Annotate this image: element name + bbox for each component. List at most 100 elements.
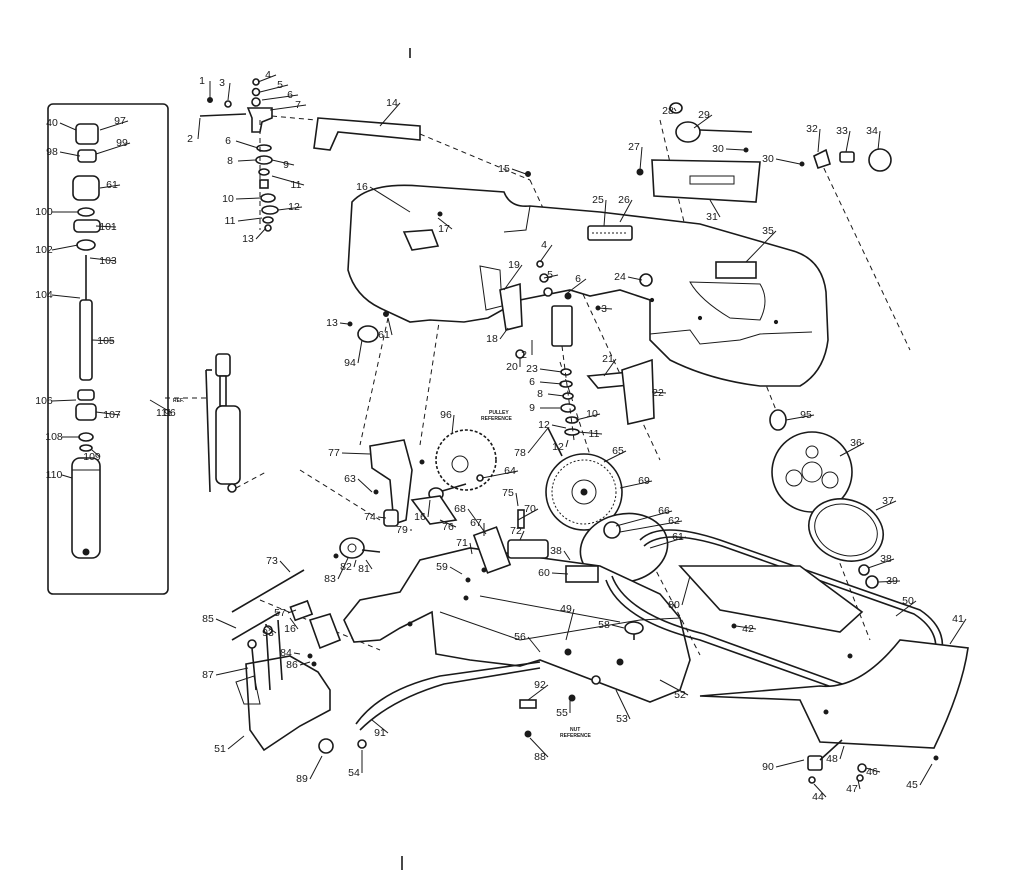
callout-leader — [515, 492, 519, 507]
part-number-label: 52 — [674, 689, 686, 701]
part-number-label: 60 — [538, 567, 550, 579]
callout-leader — [499, 327, 509, 340]
callout-leader — [269, 104, 307, 111]
callout-leader — [259, 84, 289, 93]
callout-leader — [845, 130, 851, 153]
part-number-label: 11 — [291, 179, 302, 191]
part-number-label: 67 — [470, 517, 482, 529]
part-number-label: 1 — [199, 75, 205, 87]
callout-leader — [615, 510, 673, 527]
callout-leader — [235, 140, 259, 149]
callout-leader — [877, 130, 881, 151]
callout-leader — [857, 779, 861, 790]
adjustment-knob-group — [347, 311, 389, 343]
part-number-label: 109 — [83, 451, 101, 463]
part-number-label: 24 — [614, 271, 626, 283]
part-number-label: 12 — [538, 419, 550, 431]
part-number-label: 34 — [866, 125, 878, 137]
lower-wheel-parts — [769, 409, 884, 589]
part-number-label: 6 — [529, 376, 535, 388]
part-number-label: 37 — [882, 495, 894, 507]
callout-leader — [227, 82, 231, 101]
part-number-label: 91 — [374, 727, 386, 739]
part-number-label: 12 — [552, 441, 564, 453]
part-number-label: 94 — [344, 357, 356, 369]
callout-leader — [603, 358, 617, 377]
part-number-label: 78 — [514, 447, 526, 459]
part-number-label: 56 — [514, 631, 526, 643]
part-number-label: 8 — [227, 155, 233, 167]
part-number-label: 51 — [214, 743, 226, 755]
callout-leader — [619, 520, 683, 533]
callout-leader — [451, 414, 455, 435]
pulley-reference-note: PULLEY — [489, 410, 509, 416]
part-number-label: 84 — [280, 647, 292, 659]
part-number-label: 93 — [262, 627, 274, 639]
cover-plate — [636, 102, 892, 203]
part-number-label: 12 — [288, 201, 300, 213]
ref-label: REF. — [173, 398, 184, 404]
part-number-label: 28 — [662, 105, 674, 117]
callout-leader — [51, 294, 81, 299]
blade-and-bed — [605, 529, 969, 749]
motor-pulley-assembly — [369, 429, 497, 527]
callout-leader — [565, 608, 575, 641]
part-number-label: 11 — [589, 428, 600, 440]
callout-leader — [427, 499, 431, 518]
callout-leader — [875, 500, 897, 511]
callout-leader — [603, 199, 607, 227]
callout-leader — [337, 557, 349, 580]
callout-leader — [539, 368, 563, 373]
part-number-label: 82 — [340, 561, 352, 573]
nut-reference-note: NUT — [570, 727, 580, 733]
callout-leader — [527, 636, 541, 653]
callout-leader — [649, 536, 687, 549]
callout-leader — [99, 184, 121, 189]
part-number-label: 45 — [906, 779, 918, 791]
callout-leader — [227, 735, 245, 750]
part-number-label: 65 — [612, 445, 624, 457]
part-number-label: 15 — [498, 163, 510, 175]
callout-leader — [469, 542, 473, 555]
part-number-label: 36 — [850, 437, 862, 449]
part-number-label: 63 — [344, 473, 356, 485]
part-number-label: 2 — [187, 133, 193, 145]
callout-leader — [279, 560, 291, 573]
part-number-label: 77 — [328, 447, 340, 459]
part-number-label: 68 — [454, 503, 466, 515]
part-number-label: 61 — [106, 179, 118, 191]
part-number-label: 105 — [97, 335, 115, 347]
part-number-label: 22 — [652, 387, 664, 399]
part-number-label: 5 — [547, 269, 553, 281]
callout-leader — [817, 128, 821, 153]
part-number-label: 62 — [668, 515, 680, 527]
callout-leader — [467, 508, 487, 535]
callout-leader — [437, 217, 453, 230]
pivot-hardware-group — [199, 78, 279, 232]
part-number-label: 21 — [602, 353, 614, 365]
upper-frame-housing — [347, 171, 829, 387]
callout-leader — [289, 617, 299, 630]
part-number-label: 64 — [504, 465, 516, 477]
callout-leader — [527, 427, 549, 454]
part-number-label: 18 — [486, 333, 498, 345]
part-number-label: 81 — [358, 563, 370, 575]
part-number-label: 30 — [762, 153, 774, 165]
callout-leader — [99, 120, 129, 131]
part-number-label: 35 — [762, 225, 774, 237]
part-number-label: 83 — [324, 573, 336, 585]
part-number-label: 6 — [225, 135, 231, 147]
part-number-label: 73 — [266, 555, 278, 567]
part-number-label: 23 — [526, 363, 538, 375]
callout-leader — [565, 439, 569, 448]
part-number-label: 58 — [598, 619, 610, 631]
part-number-label: 13 — [242, 233, 254, 245]
part-number-label: 8 — [537, 388, 543, 400]
part-number-label: 50 — [902, 595, 914, 607]
part-number-label: 41 — [952, 613, 964, 625]
callout-leader — [673, 107, 677, 112]
part-number-label: 72 — [510, 525, 522, 537]
callout-leader — [61, 474, 73, 479]
callout-leader — [271, 175, 305, 186]
